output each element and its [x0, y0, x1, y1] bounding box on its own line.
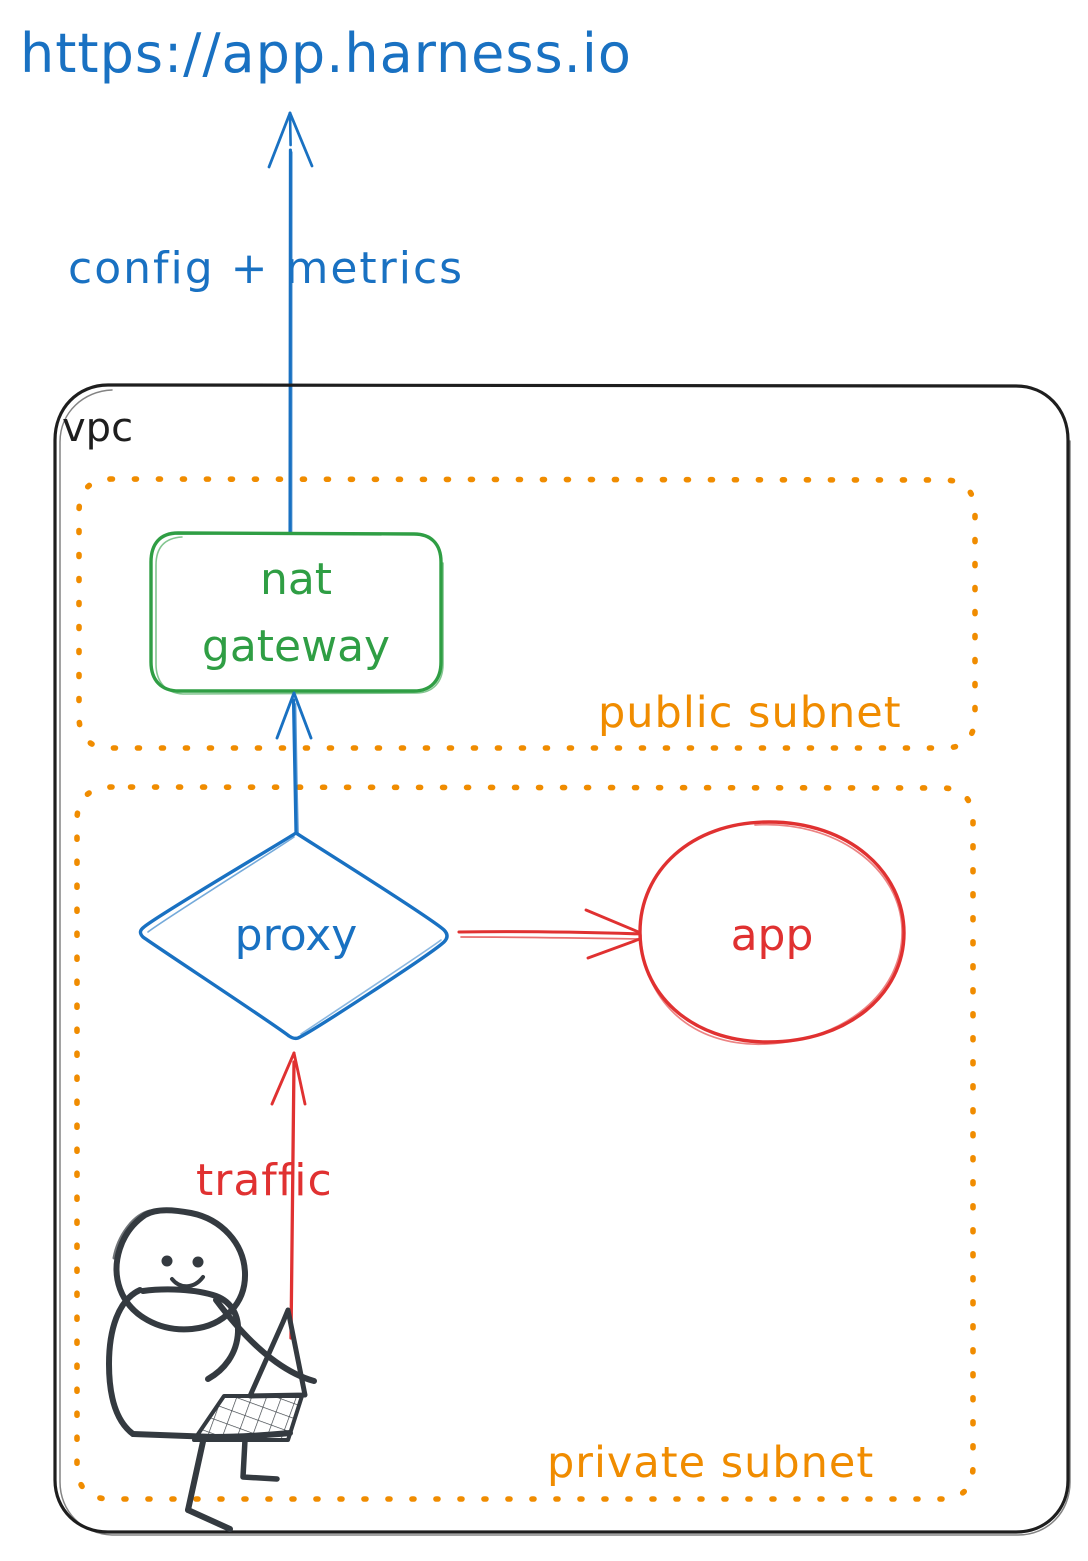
edge-proxy-to-app	[457, 908, 650, 960]
container-public-subnet: public subnet	[76, 476, 978, 751]
eye-right	[192, 1256, 204, 1268]
node-proxy[interactable]: proxy	[138, 831, 449, 1041]
config-metrics-text: config + metrics	[68, 243, 464, 294]
public-subnet-label: public subnet	[598, 688, 902, 738]
edge-traffic-label: traffic	[196, 1155, 333, 1206]
proxy-label: proxy	[235, 910, 358, 961]
harness-url-label: https://app.harness.io	[20, 22, 632, 85]
node-app[interactable]: app	[638, 820, 906, 1045]
node-nat-gateway[interactable]: nat gateway	[149, 531, 444, 695]
container-vpc: vpc	[53, 383, 1071, 1536]
edge-config-metrics	[267, 111, 314, 536]
edge-config-metrics-label: config + metrics	[68, 243, 464, 294]
app-label: app	[731, 910, 814, 961]
traffic-text: traffic	[196, 1155, 333, 1206]
node-user-with-laptop[interactable]	[106, 1207, 317, 1532]
nat-gateway-label-line2: gateway	[202, 621, 390, 672]
vpc-label: vpc	[62, 405, 133, 451]
container-private-subnet: private subnet	[74, 784, 976, 1502]
edge-user-to-proxy	[270, 1051, 307, 1340]
eye-left	[161, 1255, 173, 1267]
laptop-keyboard	[192, 1394, 304, 1442]
edge-proxy-to-nat	[275, 691, 313, 835]
nat-gateway-label-line1: nat	[260, 554, 332, 605]
harness-url-text: https://app.harness.io	[20, 22, 632, 85]
private-subnet-label: private subnet	[547, 1438, 874, 1488]
